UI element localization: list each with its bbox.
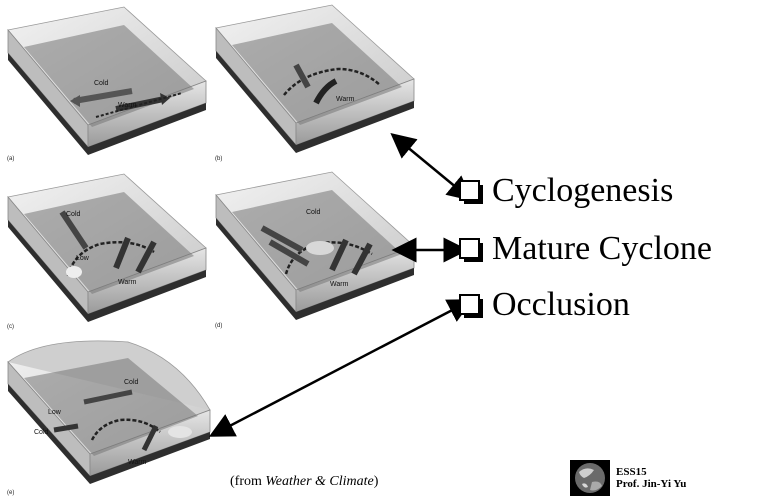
stage-label: Mature Cyclone (492, 230, 712, 268)
stage-item-occlusion: Occlusion (458, 286, 630, 324)
course-info: ESS15 Prof. Jin-Yi Yu (616, 466, 686, 490)
course-code: ESS15 (616, 466, 686, 478)
course-instructor: Prof. Jin-Yi Yu (616, 478, 686, 490)
source-credit: (from Weather & Climate) (230, 474, 378, 490)
stage-item-cyclogenesis: Cyclogenesis (458, 172, 673, 210)
arrow-occlusion (220, 305, 462, 431)
checkbox-bullet-icon (458, 237, 482, 261)
earth-globe-icon (570, 460, 610, 496)
checkbox-bullet-icon (458, 179, 482, 203)
arrow-cyclogenesis (400, 141, 463, 193)
source-title: Weather & Climate (265, 474, 373, 489)
stage-label: Occlusion (492, 286, 630, 324)
checkbox-bullet-icon (458, 293, 482, 317)
stage-label: Cyclogenesis (492, 172, 673, 210)
stage-item-mature-cyclone: Mature Cyclone (458, 230, 712, 268)
